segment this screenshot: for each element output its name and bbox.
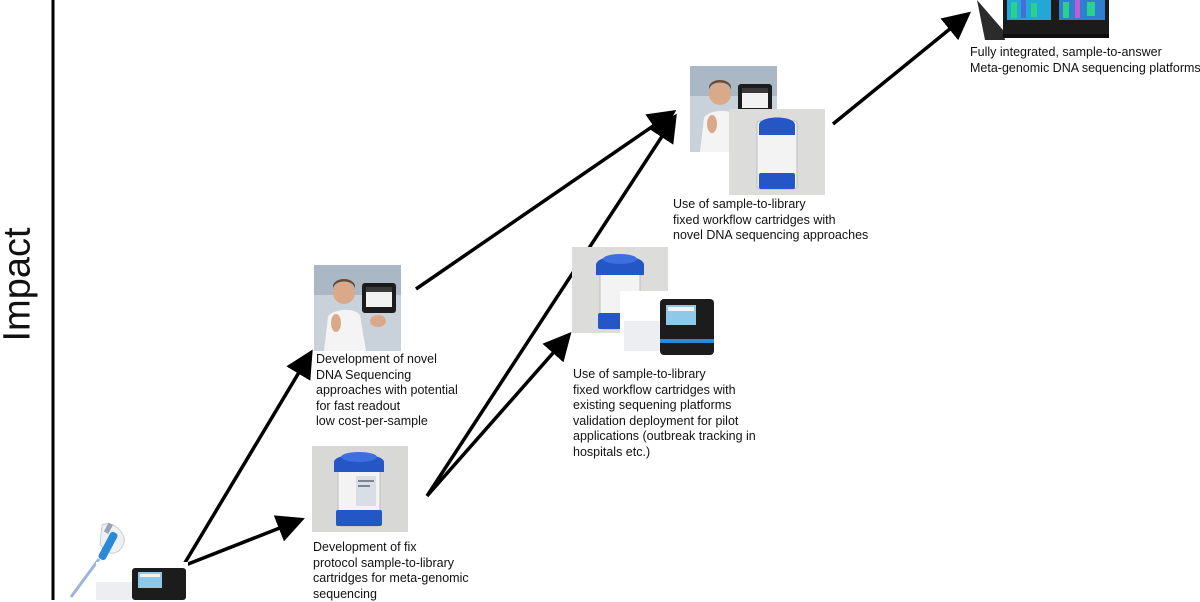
novel-cartridges-line: Use of sample-to-library	[673, 197, 806, 211]
novel-sequencing-line: approaches with potential	[316, 383, 458, 398]
novel-sequencing-label: Development of novel DNA Sequencing appr…	[316, 352, 458, 430]
novel-sequencing-line: DNA Sequencing	[316, 367, 412, 382]
arrow-fix-cartridges-to-existing-platforms	[425, 332, 572, 498]
existing-platforms-line: applications (outbreak tracking in	[573, 429, 756, 444]
cartridge-image	[312, 446, 408, 532]
integrated-sequencing-platform-image	[975, 0, 1112, 40]
fix-cartridges-line: protocol sample-to-library	[313, 555, 455, 570]
existing-platforms-line: existing sequening platforms	[573, 398, 732, 413]
arrow-fix-cartridges-to-novel-cartridges	[425, 113, 677, 497]
novel-sequencing-line: low cost-per-sample	[316, 414, 428, 429]
existing-platforms-line: hospitals etc.)	[573, 444, 651, 459]
existing-platforms-line: Use of sample-to-library	[573, 367, 706, 381]
existing-platforms-line: fixed workflow cartridges with	[573, 382, 736, 397]
arrow-start-to-novel-sequencing	[181, 349, 313, 567]
novel-cartridges-line: fixed workflow cartridges with	[673, 212, 836, 227]
cartridge-image	[729, 109, 825, 195]
arrow-novel-sequencing-to-novel-cartridges	[415, 110, 677, 291]
arrow-novel-cartridges-to-integrated-platform	[831, 11, 972, 126]
fix-cartridges-line: sequencing	[313, 586, 377, 601]
existing-platforms-label: Use of sample-to-library fixed workflow …	[573, 367, 756, 461]
existing-platforms-line: validation deployment for pilot	[573, 413, 739, 428]
benchtop-sequencer-image	[96, 562, 188, 600]
integrated-platform-line: Meta-genomic DNA sequencing platforms	[970, 60, 1200, 75]
benchtop-sequencer-image	[620, 291, 716, 361]
arrow-start-to-fix-cartridges	[182, 515, 305, 568]
novel-cartridges-line: novel DNA sequencing approaches	[673, 228, 869, 243]
y-axis-label: Impact	[0, 227, 39, 342]
novel-cartridges-label: Use of sample-to-library fixed workflow …	[673, 197, 868, 244]
fix-cartridges-line: Development of fix	[313, 540, 417, 554]
novel-sequencing-line: Development of novel	[316, 352, 437, 366]
fix-cartridges-label: Development of fix protocol sample-to-li…	[313, 540, 469, 602]
novel-sequencing-line: for fast readout	[316, 398, 401, 413]
integrated-platform-label: Fully integrated, sample-to-answer Meta-…	[970, 45, 1200, 76]
integrated-platform-line: Fully integrated, sample-to-answer	[970, 45, 1162, 59]
fix-cartridges-line: cartridges for meta-genomic	[313, 571, 469, 586]
scientist-with-handheld-sequencer-image	[314, 265, 401, 351]
